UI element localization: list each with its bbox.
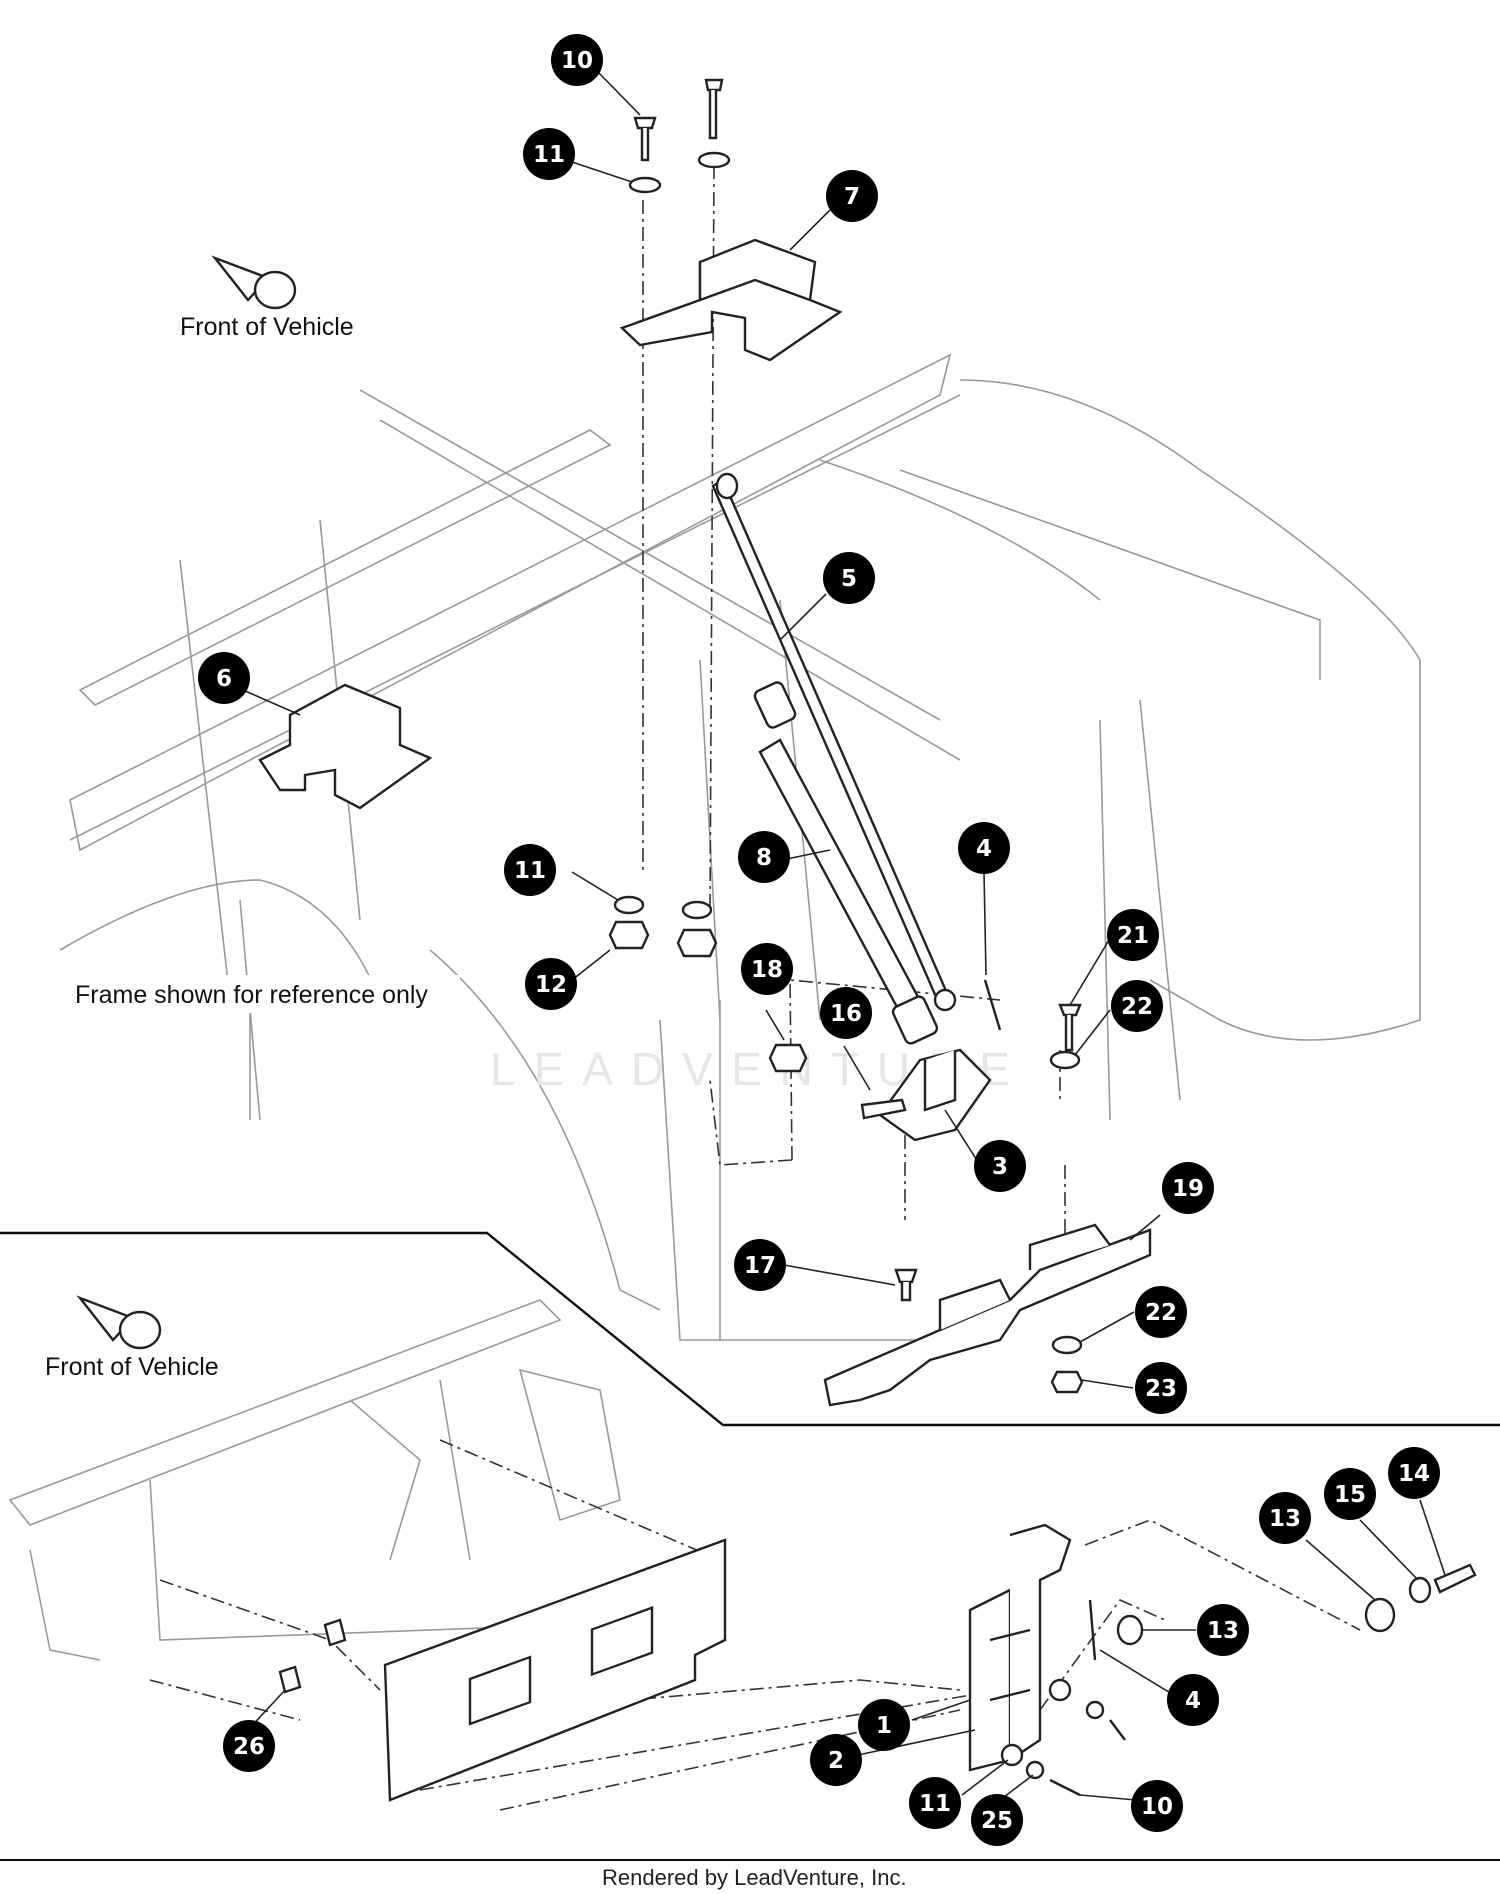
callout-circle [823, 552, 875, 604]
callout-circle [198, 652, 250, 704]
callout-15: 15 [1324, 1468, 1376, 1520]
callout-label: 11 [533, 142, 565, 168]
front-of-vehicle-label-bottom: Front of Vehicle [45, 1353, 219, 1381]
callout-26: 26 [223, 1720, 275, 1772]
callout-circle [858, 1699, 910, 1751]
callout-4: 4 [1167, 1674, 1219, 1726]
callout-8: 8 [738, 831, 790, 883]
callout-13: 13 [1259, 1492, 1311, 1544]
frame-note-background [60, 975, 460, 1013]
callout-4: 4 [958, 822, 1010, 874]
callout-label: 16 [830, 1001, 862, 1027]
callout-18: 18 [741, 943, 793, 995]
callout-7: 7 [826, 170, 878, 222]
callout-23: 23 [1135, 1362, 1187, 1414]
callout-3: 3 [974, 1140, 1026, 1192]
callout-circle [1107, 909, 1159, 961]
callout-circle [223, 1720, 275, 1772]
callout-circle [909, 1777, 961, 1829]
callout-circle [1111, 980, 1163, 1032]
callout-label: 10 [561, 48, 593, 74]
assembly-lines [149, 164, 1361, 1811]
callout-label: 22 [1121, 994, 1153, 1020]
callout-label: 25 [981, 1808, 1013, 1834]
callout-label: 3 [992, 1154, 1008, 1180]
callout-label: 8 [756, 845, 772, 871]
callout-circle [971, 1794, 1023, 1846]
callout-label: 19 [1172, 1176, 1204, 1202]
callout-circle [1324, 1468, 1376, 1520]
callout-label: 26 [233, 1734, 265, 1760]
callout-circle [1135, 1362, 1187, 1414]
callout-circle [1197, 1604, 1249, 1656]
callout-circle [504, 844, 556, 896]
callout-label: 13 [1207, 1618, 1239, 1644]
callout-21: 21 [1107, 909, 1159, 961]
parts [76, 78, 1477, 1802]
callout-22: 22 [1111, 980, 1163, 1032]
inset-border [0, 1231, 1500, 1427]
callout-12: 12 [525, 958, 577, 1010]
callout-13: 13 [1197, 1604, 1249, 1656]
callout-label: 23 [1145, 1376, 1177, 1402]
callout-label: 21 [1117, 923, 1149, 949]
callout-22: 22 [1135, 1286, 1187, 1338]
callout-circle [1167, 1674, 1219, 1726]
callout-11: 11 [523, 128, 575, 180]
callout-circle [1259, 1492, 1311, 1544]
callout-label: 4 [976, 836, 992, 862]
front-of-vehicle-label-top: Front of Vehicle [180, 313, 354, 341]
callout-circle [826, 170, 878, 222]
callout-circle [734, 1239, 786, 1291]
callout-circle [1162, 1162, 1214, 1214]
callout-circle [958, 822, 1010, 874]
callout-label: 10 [1141, 1794, 1173, 1820]
callout-label: 7 [844, 184, 860, 210]
callout-16: 16 [820, 987, 872, 1039]
callout-label: 2 [828, 1748, 844, 1774]
callout-6: 6 [198, 652, 250, 704]
callout-11: 11 [909, 1777, 961, 1829]
callout-10: 10 [551, 34, 603, 86]
callout-11: 11 [504, 844, 556, 896]
callout-circle [523, 128, 575, 180]
callout-14: 14 [1388, 1447, 1440, 1499]
callout-circle [525, 958, 577, 1010]
callout-circle [1135, 1286, 1187, 1338]
callout-label: 6 [216, 666, 232, 692]
callout-10: 10 [1131, 1780, 1183, 1832]
callout-label: 5 [841, 566, 857, 592]
callout-circle [741, 943, 793, 995]
frame-reference-note: Frame shown for reference only [75, 981, 428, 1009]
frame-reference-drawing [59, 353, 1421, 1341]
callout-25: 25 [971, 1794, 1023, 1846]
callout-label: 17 [744, 1253, 776, 1279]
callout-19: 19 [1162, 1162, 1214, 1214]
callout-circle [1131, 1780, 1183, 1832]
callout-label: 15 [1334, 1482, 1366, 1508]
callout-label: 11 [514, 858, 546, 884]
callout-label: 1 [876, 1713, 892, 1739]
callout-circle [738, 831, 790, 883]
rendered-by-footer: Rendered by LeadVenture, Inc. [602, 1865, 907, 1890]
callout-label: 4 [1185, 1688, 1201, 1714]
callout-5: 5 [823, 552, 875, 604]
callout-circle [974, 1140, 1026, 1192]
leader-lines [242, 71, 1446, 1801]
callout-2: 2 [810, 1734, 862, 1786]
callout-label: 13 [1269, 1506, 1301, 1532]
callout-label: 22 [1145, 1300, 1177, 1326]
callout-17: 17 [734, 1239, 786, 1291]
callout-circle [551, 34, 603, 86]
callout-label: 11 [919, 1791, 951, 1817]
callout-circle [820, 987, 872, 1039]
callout-circle [1388, 1447, 1440, 1499]
callout-1: 1 [858, 1699, 910, 1751]
callout-circle [810, 1734, 862, 1786]
callout-label: 14 [1398, 1461, 1430, 1487]
callout-label: 18 [751, 957, 783, 983]
callout-label: 12 [535, 972, 567, 998]
